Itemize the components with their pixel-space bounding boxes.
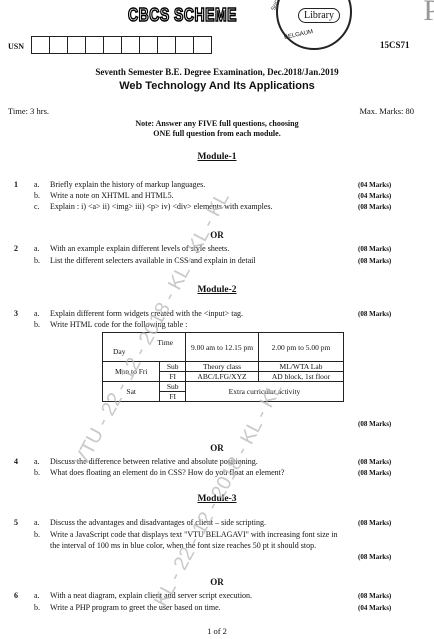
row-type-fi: FI: [159, 371, 186, 382]
question-text: Write a JavaScript code that displays te…: [50, 530, 338, 539]
timetable: Time Day 9.00 am to 12.15 pm 2.00 pm to …: [101, 332, 344, 402]
question-marks: (04 Marks): [358, 604, 392, 612]
question-text: Discuss the difference between relative …: [50, 457, 258, 466]
question-marks: (08 Marks): [358, 592, 392, 600]
or-divider: OR: [210, 577, 224, 587]
time-header: Time: [157, 338, 173, 347]
time-allowed: Time: 3 hrs.: [8, 106, 50, 116]
question-part-label: b.: [34, 468, 40, 477]
subject-code: 15CS71: [380, 40, 410, 50]
library-seal: Soci Library BELGAUM: [258, 0, 368, 50]
question-part-label: c.: [34, 202, 40, 211]
question-part-label: a.: [34, 457, 40, 466]
question-number: 6: [14, 591, 18, 600]
question-text: Write a note on XHTML and HTML5.: [50, 191, 174, 200]
question-marks: (08 Marks): [358, 203, 392, 211]
question-text: Explain : i) <a> ii) <img> iii) <p> iv) …: [50, 202, 273, 211]
question-number: 1: [14, 180, 18, 189]
question-part-label: a.: [34, 309, 40, 318]
page-number: 1 of 2: [207, 626, 227, 636]
question-marks: (08 Marks): [358, 553, 392, 561]
question-part-label: b.: [34, 191, 40, 200]
question-number: 4: [14, 457, 18, 466]
question-text: Briefly explain the history of markup la…: [50, 180, 206, 189]
question-part-label: b.: [34, 320, 40, 329]
usn-label: USN: [8, 42, 25, 51]
question-text: Write a PHP program to greet the user ba…: [50, 603, 221, 612]
row-type-sub: Sub: [159, 361, 186, 372]
instructions-note: Note: Answer any FIVE full questions, ch…: [135, 119, 299, 138]
cell: Extra curricular activity: [185, 381, 344, 402]
question-marks: (08 Marks): [358, 245, 392, 253]
cell: ABC/LFG/XYZ: [185, 371, 259, 382]
question-part-label: a.: [34, 180, 40, 189]
question-marks: (04 Marks): [358, 181, 392, 189]
question-part-label: a.: [34, 518, 40, 527]
subject-title: Web Technology And Its Applications: [119, 80, 315, 92]
question-marks: (04 Marks): [358, 192, 392, 200]
question-marks: (08 Marks): [358, 519, 392, 527]
cell: ML/WTA Lab: [258, 361, 344, 372]
or-divider: OR: [210, 443, 224, 453]
stamp-fragment: P: [423, 0, 434, 27]
module-2-heading: Module-2: [197, 285, 237, 295]
question-part-label: a.: [34, 244, 40, 253]
row-type-sub: Sub: [159, 381, 186, 392]
question-marks: (08 Marks): [358, 310, 392, 318]
question-text: With an example explain different levels…: [50, 244, 230, 253]
question-text: Write HTML code for the following table …: [50, 320, 188, 329]
question-marks: (08 Marks): [358, 420, 392, 428]
question-part-label: b.: [34, 256, 40, 265]
question-marks: (08 Marks): [358, 458, 392, 466]
cell: AD block, 1st floor: [258, 371, 344, 382]
question-part-label: b.: [34, 530, 40, 539]
module-1-heading: Module-1: [197, 152, 237, 162]
cell: Theory class: [185, 361, 259, 372]
day-header: Day: [113, 347, 126, 356]
question-marks: (08 Marks): [358, 257, 392, 265]
question-number: 5: [14, 518, 18, 527]
module-3-heading: Module-3: [197, 494, 237, 504]
slot-morning: 9.00 am to 12.15 pm: [185, 332, 259, 362]
exam-title: Seventh Semester B.E. Degree Examination…: [95, 67, 339, 77]
question-number: 3: [14, 309, 18, 318]
question-text: List the different selecters available i…: [50, 256, 256, 265]
question-text: Discuss the advantages and disadvantages…: [50, 518, 266, 527]
question-part-label: a.: [34, 591, 40, 600]
max-marks: Max. Marks: 80: [359, 106, 414, 116]
scheme-banner: CBCS SCHEME: [127, 3, 237, 25]
question-part-label: b.: [34, 603, 40, 612]
slot-afternoon: 2.00 pm to 5.00 pm: [258, 332, 344, 362]
question-text: Explain different form widgets created w…: [50, 309, 244, 318]
question-text: What does floating an element do in CSS?…: [50, 468, 285, 477]
library-label: Library: [298, 8, 340, 23]
row-type-fi: FI: [159, 391, 186, 402]
usn-boxes: [31, 36, 212, 54]
day-saturday: Sat: [101, 381, 161, 402]
question-number: 2: [14, 244, 18, 253]
question-marks: (08 Marks): [358, 469, 392, 477]
question-text: With a neat diagram, explain client and …: [50, 591, 253, 600]
or-divider: OR: [210, 230, 224, 240]
question-text: the interval of 100 ms in blue color, wh…: [50, 541, 317, 550]
